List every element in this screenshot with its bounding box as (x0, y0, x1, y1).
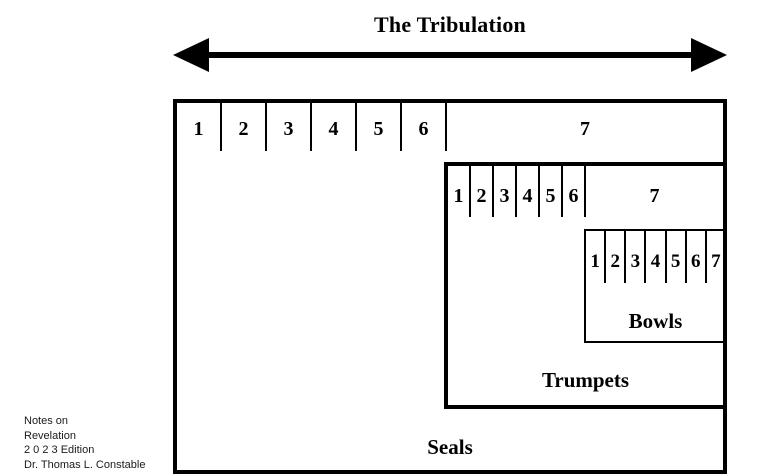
seals-number-1: 1 (193, 118, 204, 140)
attribution-line-1: Notes on (24, 415, 69, 427)
seals-cell-6: 6 (402, 103, 447, 151)
trumpets-number-3: 3 (499, 184, 510, 207)
bowls-cell-2: 2 (606, 231, 627, 283)
trumpets-cell-4: 4 (517, 166, 540, 217)
seals-cell-3: 3 (267, 103, 312, 151)
attribution-line-4: Dr. Thomas L. Constable (24, 458, 146, 471)
bowls-label: Bowls (628, 309, 683, 333)
bowls-number-3: 3 (630, 250, 641, 272)
bowls-cell-1: 1 (586, 231, 607, 283)
attribution: Notes on Revelation 2 0 2 3 Edition Dr. … (24, 414, 145, 472)
trumpets-number-row: 1 2 3 4 5 6 7 (448, 166, 723, 217)
seals-number-row: 1 2 3 4 5 6 7 (177, 103, 723, 151)
trumpets-number-1: 1 (453, 184, 464, 207)
seals-number-7: 7 (580, 118, 590, 140)
bowls-cell-4: 4 (646, 231, 667, 283)
seals-cell-4: 4 (312, 103, 357, 151)
trumpets-number-2: 2 (476, 184, 487, 207)
seals-cell-5: 5 (357, 103, 402, 151)
seals-cell-7: 7 (447, 103, 723, 151)
trumpets-cell-1: 1 (448, 166, 471, 217)
bowls-cell-6: 6 (687, 231, 707, 283)
bowls-number-1: 1 (590, 250, 600, 272)
seals-number-4: 4 (328, 118, 339, 140)
bowls-number-7: 7 (711, 250, 721, 272)
arrow-shaft (203, 52, 697, 58)
bowls-number-6: 6 (691, 250, 701, 272)
attribution-line-3: 2 0 2 3 Edition (24, 444, 95, 456)
seals-number-2: 2 (238, 118, 249, 140)
seals-number-3: 3 (283, 118, 294, 140)
trumpets-cell-2: 2 (471, 166, 494, 217)
seals-number-5: 5 (373, 118, 384, 140)
trumpets-cell-5: 5 (540, 166, 563, 217)
bowls-box: 1 2 3 4 5 6 7 Bowls (584, 229, 727, 343)
trumpets-number-5: 5 (545, 184, 556, 207)
bowls-cell-3: 3 (626, 231, 647, 283)
trumpets-number-4: 4 (522, 184, 533, 207)
trumpets-number-6: 6 (568, 184, 579, 207)
tribulation-title: The Tribulation (374, 12, 526, 37)
trumpets-label: Trumpets (541, 368, 630, 392)
trumpets-cell-3: 3 (494, 166, 517, 217)
bowls-cell-7: 7 (707, 231, 725, 283)
seals-cell-2: 2 (222, 103, 267, 151)
seals-label: Seals (427, 435, 473, 459)
bowls-number-2: 2 (610, 250, 620, 272)
bowls-cell-5: 5 (667, 231, 687, 283)
trumpets-number-7: 7 (649, 184, 660, 207)
attribution-line-2: Revelation (24, 429, 76, 442)
bowls-number-5: 5 (670, 250, 681, 272)
bowls-number-4: 4 (650, 250, 661, 272)
trumpets-cell-7: 7 (586, 166, 723, 217)
arrow-right-head-icon (691, 38, 727, 72)
bowls-number-row: 1 2 3 4 5 6 7 (586, 231, 725, 283)
seals-cell-1: 1 (177, 103, 222, 151)
trumpets-cell-6: 6 (563, 166, 586, 217)
seals-number-6: 6 (418, 118, 429, 140)
